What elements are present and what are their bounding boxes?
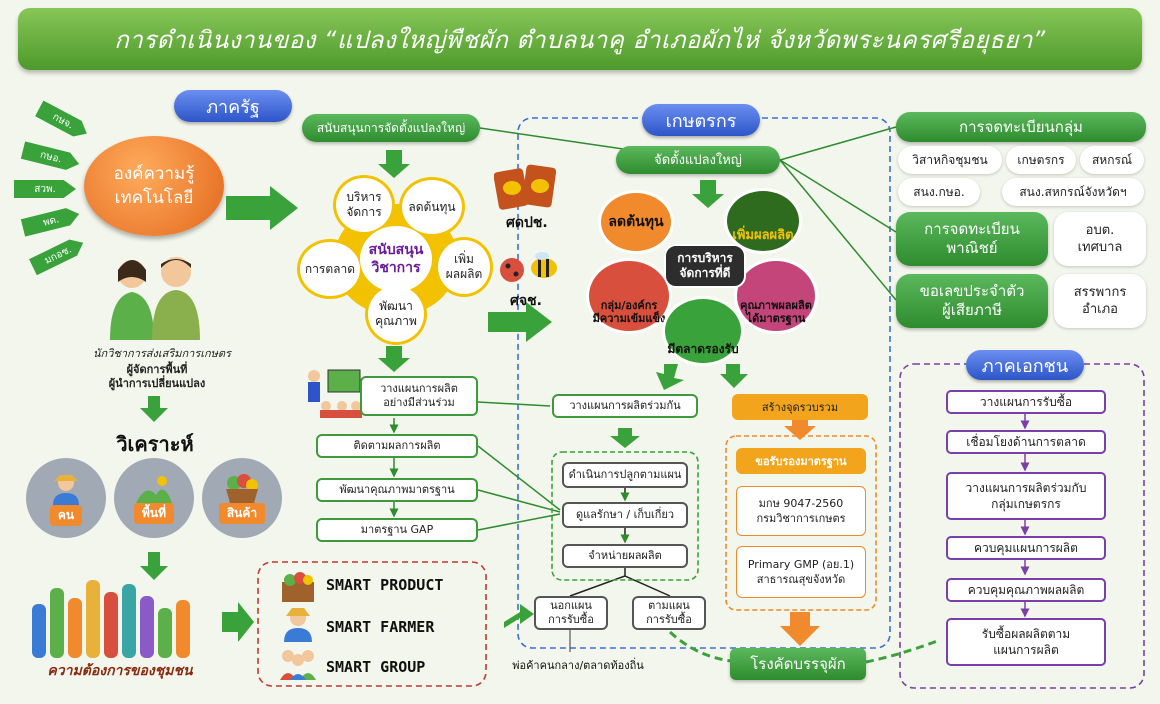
farmer-setup-large-plot: จัดตั้งแปลงใหญ่ [616,146,780,174]
agency-tag: สวพ. [14,180,76,198]
outside-purchase-plan: นอกแผน การรับซื้อ [534,596,608,630]
product-circle: สินค้า [202,458,282,538]
smart-group-label: SMART GROUP [326,658,426,676]
agency-sjch-label: ศจช. [510,293,542,309]
section-private: ภาคเอกชน [966,350,1084,380]
private-step-quality-control: ควบคุมคุณภาพผลผลิต [946,578,1106,602]
farmer-icon [53,474,79,505]
good-management-center: การบริหาร จัดการที่ดี [664,244,746,288]
petal-reduce-cost: ลดต้นทุน [402,180,462,234]
community-hands-illustration [18,574,218,658]
inside-purchase-plan: ตามแผน การรับซื้อ [632,596,706,630]
create-collection-point: สร้างจุดรวบรวม [732,394,868,420]
officers-illustration [94,252,214,340]
analyze-title: วิเคราะห์ [116,432,194,456]
circle-increase-yield: เพิ่มผลผลิต [724,188,802,254]
reg-provincial-coop-office: สนง.สหกรณ์จังหวัดฯ [1002,178,1144,206]
support-flower: บริหาร จัดการ ลดต้นทุน เพิ่ม ผลผลิต พัฒน… [298,178,494,344]
area-label: พื้นที่ [133,502,175,524]
section-state: ภาครัฐ [174,90,292,122]
state-step-quality-standard: พัฒนาคุณภาพมาตรฐาน [316,478,478,502]
state-step-gap: มาตรฐาน GAP [316,518,478,542]
page-title: การดำเนินงานของ “แปลงใหญ่พืชผัก ตำบลนาคู… [18,8,1142,70]
officer-subtitle: ผู้นำการเปลี่ยนแปลง [108,377,206,390]
area-circle: พื้นที่ [114,458,194,538]
support-setup-button: สนับสนุนการจัดตั้งแปลงใหญ่ [302,114,480,142]
knowledge-technology-circle: องค์ความรู้ เทคโนโลยี [84,136,224,236]
seed-bag-icon [493,162,560,210]
private-step-buy-produce: รับซื้อผลผลิตตาม แผนการผลิต [946,618,1106,666]
tax-org: สรรพากร อำเภอ [1054,274,1146,328]
circle-strong-group: กลุ่ม/องค์กร มีความเข้มแข็ง [586,258,672,334]
smart-product-icon [278,568,318,604]
circle-market-support: มีตลาดรองรับ [662,296,744,366]
cert-primary-gmp: Primary GMP (อย.1) สาธารณสุขจังหวัด [736,546,866,598]
petal-marketing: การตลาด [300,242,360,296]
smart-product-label: SMART PRODUCT [326,576,444,594]
reg-district-agri-office: สนง.กษอ. [898,178,980,206]
taxpayer-id: ขอเลขประจำตัว ผู้เสียภาษี [896,274,1048,328]
officer-role: นักวิชาการส่งเสริมการเกษตร [93,347,231,360]
section-farmer: เกษตรกร [642,104,760,136]
certification-title: ขอรับรองมาตรฐาน [736,448,866,474]
people-label: คน [49,504,83,526]
landscape-icon [136,475,172,503]
people-circle: คน [26,458,106,538]
academic-support-center: สนับสนุน วิชาการ [360,226,432,292]
farmer-joint-production-plan: วางแผนการผลิตร่วมกัน [552,394,698,418]
circle-quality-standard: คุณภาพผลผลิต ได้มาตรฐาน [734,258,818,334]
officer-subtitle: ผู้จัดการพื้นที่ [126,363,188,376]
petal-quality: พัฒนา คุณภาพ [368,286,424,342]
reg-farmer: เกษตรกร [1006,146,1076,174]
petal-increase-yield: เพิ่ม ผลผลิต [438,240,490,294]
commerce-org: อบต. เทศบาล [1054,212,1146,266]
farmer-step-harvest: ดูแลรักษา / เก็บเกี่ยว [562,502,688,528]
cert-tas-9047: มกษ 9047-2560 กรมวิชาการเกษตร [736,486,866,536]
state-step-participatory-plan: วางแผนการผลิต อย่างมีส่วนร่วม [360,376,478,416]
state-step-monitor-production: ติดตามผลการผลิต [316,434,478,458]
group-registration-title: การจดทะเบียนกลุ่ม [896,112,1146,142]
community-needs-label: ความต้องการของชุมชน [47,663,193,679]
middleman-label: พ่อค้าคนกลาง/ตลาดท้องถิ่น [512,659,644,672]
petal-management: บริหาร จัดการ [336,178,392,232]
agency-sdpc-label: ศดปช. [506,215,548,231]
smart-group-icon [278,644,318,680]
teacher-illustration [302,366,362,418]
ladybug-bee-icon [496,250,562,288]
vegetable-basket-icon [226,473,258,503]
smart-farmer-icon [278,606,318,642]
reg-cooperative: สหกรณ์ [1080,146,1144,174]
circle-reduce-cost: ลดต้นทุน [598,190,674,254]
commercial-registration: การจดทะเบียน พาณิชย์ [896,212,1048,266]
farmer-step-sell: จำหน่ายผลผลิต [562,544,688,568]
product-label: สินค้า [218,502,266,524]
private-step-market-link: เชื่อมโยงด้านการตลาด [946,430,1106,454]
vegetable-packing-house: โรงคัดบรรจุผัก [730,648,866,680]
smart-farmer-label: SMART FARMER [326,618,435,636]
farmer-step-plant: ดำเนินการปลูกตามแผน [562,462,688,488]
private-step-purchase-plan: วางแผนการรับซื้อ [946,390,1106,414]
private-step-joint-plan: วางแผนการผลิตร่วมกับ กลุ่มเกษตรกร [946,472,1106,520]
reg-community-enterprise: วิสาหกิจชุมชน [898,146,1002,174]
private-step-control-plan: ควบคุมแผนการผลิต [946,536,1106,560]
